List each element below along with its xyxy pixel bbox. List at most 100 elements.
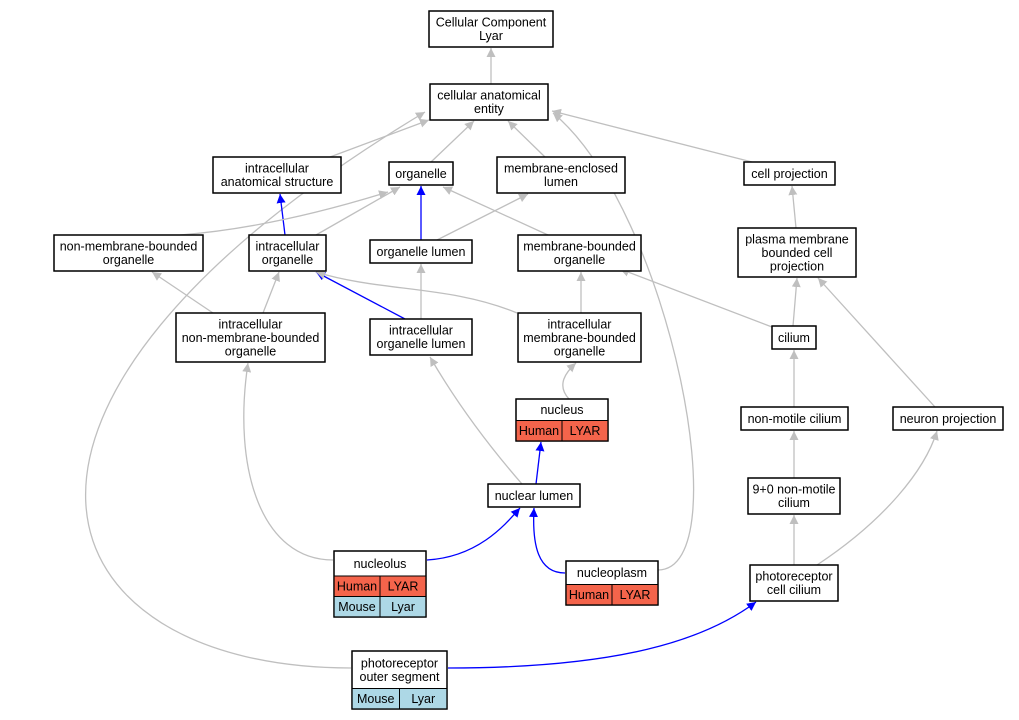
node-label: membrane-bounded [523,240,636,254]
node-box [737,227,857,278]
node-border [892,406,1004,431]
node-border [333,550,427,618]
node-border [496,156,626,194]
edge-neuron-projection-is-a-plasma-membrane-bounded-cell-projection [817,277,936,408]
species-label: Human [569,588,609,602]
node-border [487,483,581,508]
gene-label: LYAR [620,588,651,602]
node-label: organelle [554,344,605,358]
species-label: Human [337,580,377,594]
node-label: membrane-enclosed [504,162,618,176]
edge-nucleolus-is-a-intracellular-non-membrane-bounded-organelle [242,362,334,561]
node-border [749,564,839,602]
edge-nucleoplasm-part-of-nuclear-lumen [529,507,566,574]
node-label: organelle lumen [377,337,466,351]
edge-photoreceptor-outer-segment-is-a-cellular-anatomical-entity [84,111,426,669]
node-label: plasma membrane [745,232,849,246]
node-label: cell projection [751,167,827,181]
node-organelle[interactable]: organelle [388,161,454,186]
node-label: intracellular [256,240,320,254]
node-box [517,312,642,363]
node-border [515,398,609,442]
node-border [388,161,454,186]
edge-nucleus-is-a-intracellular-membrane-bounded-organelle [562,362,577,400]
node-label: organelle lumen [377,245,466,259]
edge-intracellular-membrane-bounded-organelle-is-a-intracellular-organelle [315,270,518,314]
node-label: intracellular [245,162,309,176]
node-label: intracellular [219,317,283,331]
node-label: non-membrane-bounded [182,331,320,345]
edge-intracellular-anatomical-structure-is-a-cellular-anatomical-entity [329,118,430,158]
gene-label: Lyar [411,692,435,706]
node-non-motile-cilium[interactable]: non-motile cilium [740,406,849,431]
node-border [743,161,836,186]
node-cell-projection[interactable]: cell projection [743,161,836,186]
node-label: organelle [103,253,154,267]
species-label: Mouse [357,692,395,706]
edge-intracellular-organelle-lumen-part-of-intracellular-organelle [315,271,406,320]
edge-plasma-membrane-bounded-cell-projection-is-a-cell-projection [788,185,798,229]
edge-organelle-is-a-cellular-anatomical-entity [430,120,475,163]
node-label: cell cilium [767,583,821,597]
node-nuclear-lumen[interactable]: nuclear lumen [487,483,581,508]
node-label: bounded cell [762,246,833,260]
node-border [517,234,642,272]
edge-non-membrane-bounded-organelle-is-a-organelle [179,190,389,236]
edge-intracellular-organelle-is-a-organelle [315,186,401,236]
node-label: cilium [778,496,810,510]
edge-membrane-enclosed-lumen-is-a-cellular-anatomical-entity [507,120,546,158]
node-label: nucleus [540,403,583,417]
node-cilium[interactable]: cilium [771,325,817,350]
edge-intracellular-non-membrane-bounded-organelle-is-a-intracellular-organelle [262,271,280,314]
node-label: cilium [778,331,810,345]
node-label: nucleolus [354,557,407,571]
node-label: anatomical structure [221,175,334,189]
node-organelle-lumen[interactable]: organelle lumen [369,239,473,264]
gene-label: LYAR [388,580,419,594]
edge-cilium-is-a-plasma-membrane-bounded-cell-projection [791,277,801,327]
node-label: nucleoplasm [577,566,647,580]
node-label: outer segment [360,670,440,684]
edge-cilium-is-a-membrane-bounded-organelle [619,268,773,328]
node-box [429,83,549,121]
node-label: cellular anatomical [437,89,541,103]
node-label: intracellular [389,324,453,338]
node-border [429,83,549,121]
node-border [428,10,554,48]
node-intracellular-non-membrane-bounded-organelle[interactable]: intracellularnon-membrane-boundedorganel… [175,312,326,363]
node-neuron-projection[interactable]: neuron projection [892,406,1004,431]
edge-nuclear-lumen-part-of-nucleus [535,441,545,485]
node-label: neuron projection [900,412,997,426]
annotation-row: Human LYAR [565,584,659,606]
node-label: nuclear lumen [495,489,574,503]
edge-cell-projection-is-a-cellular-anatomical-entity [551,108,753,163]
edge-intracellular-non-membrane-bounded-organelle-is-a-non-membrane-bounded-organelle [151,271,214,314]
edge-nucleolus-part-of-nuclear-lumen [426,507,521,561]
species-label: Human [519,424,559,438]
node-label: lumen [544,175,578,189]
node-border [565,560,659,606]
node-label: photoreceptor [755,570,832,584]
node-label: Cellular Component [436,16,547,30]
node-border [517,312,642,363]
